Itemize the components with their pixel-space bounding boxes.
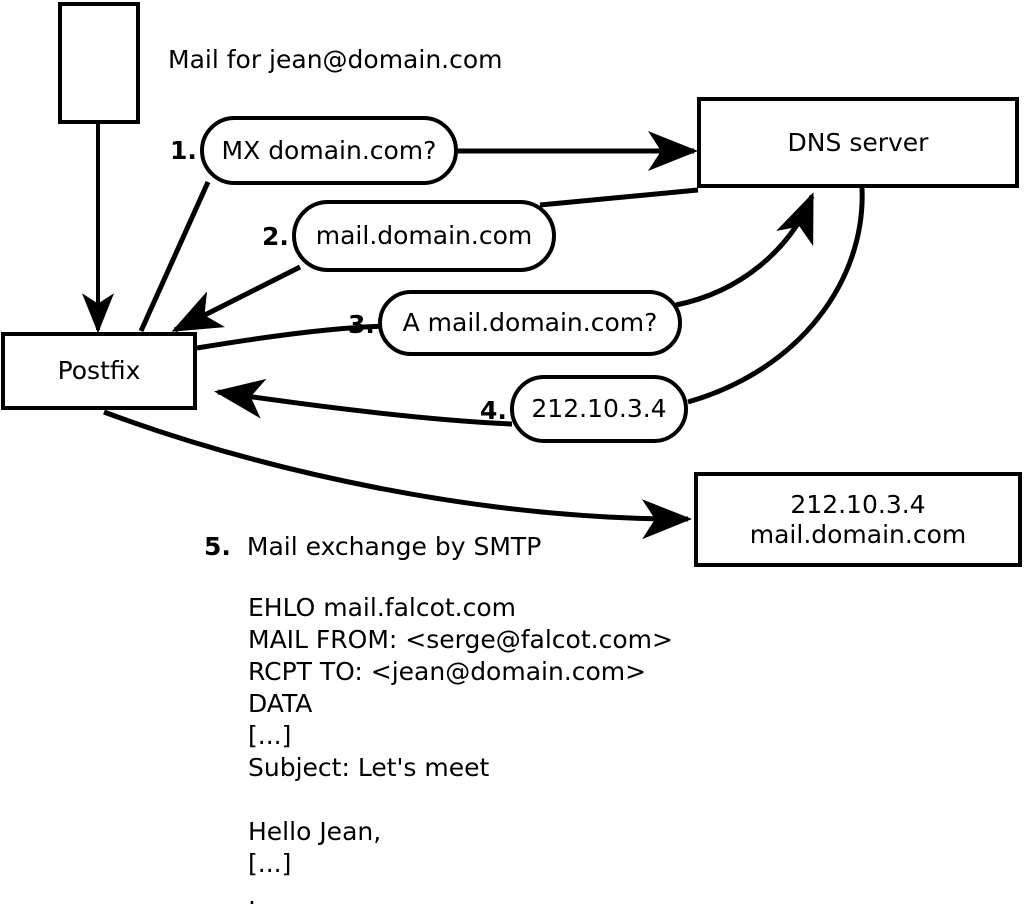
connector-a-query-to-dns: [675, 192, 815, 308]
node-dns-server[interactable]: DNS server: [697, 97, 1019, 188]
node-mail-host[interactable]: 212.10.3.4 mail.domain.com: [694, 472, 1022, 567]
connector-dns-to-a-answer: [687, 187, 865, 405]
step-5-number: 5.: [204, 532, 231, 561]
mail-for-caption: Mail for jean@domain.com: [168, 45, 503, 74]
bubble-mx-query[interactable]: MX domain.com?: [200, 116, 458, 185]
node-sender[interactable]: [58, 2, 140, 124]
bubble-mx-answer[interactable]: mail.domain.com: [292, 200, 556, 272]
step-2-number: 2.: [262, 222, 289, 251]
transcript-line: Hello Jean,: [248, 817, 382, 846]
transcript-line: DATA: [248, 689, 313, 718]
transcript-line: [...]: [248, 721, 292, 750]
transcript-line: Subject: Let's meet: [248, 753, 490, 782]
node-postfix-label: Postfix: [57, 356, 141, 386]
bubble-mx-answer-label: mail.domain.com: [315, 221, 533, 251]
bubble-mx-query-label: MX domain.com?: [221, 135, 437, 165]
transcript-line: [...]: [248, 849, 292, 878]
node-mail-host-ip: 212.10.3.4: [790, 490, 926, 519]
step-5-title: Mail exchange by SMTP: [246, 532, 542, 561]
bubble-a-query-label: A mail.domain.com?: [402, 308, 658, 338]
transcript-line: .: [248, 881, 256, 910]
bubble-a-query[interactable]: A mail.domain.com?: [378, 290, 682, 356]
step-1-number: 1.: [170, 136, 197, 165]
bubble-a-answer[interactable]: 212.10.3.4: [510, 375, 688, 443]
node-postfix[interactable]: Postfix: [1, 332, 197, 410]
connector-a-answer-to-postfix: [214, 378, 513, 427]
connector-postfix-to-mx-query: [138, 180, 211, 333]
step-5-heading: 5. Mail exchange by SMTP: [204, 532, 541, 561]
node-mail-host-name: mail.domain.com: [749, 519, 967, 549]
connector-dns-to-mx-answer: [539, 187, 699, 208]
connector-postfix-to-mailhost: [103, 409, 692, 540]
bubble-a-answer-label: 212.10.3.4: [531, 394, 667, 424]
node-dns-server-label: DNS server: [787, 127, 929, 157]
connector-postfix-to-a-query: [196, 323, 387, 351]
transcript-line: EHLO mail.falcot.com: [248, 593, 517, 622]
transcript-blank: [248, 784, 673, 816]
transcript-line: RCPT TO: <jean@domain.com>: [248, 657, 647, 686]
step-4-number: 4.: [480, 396, 507, 425]
connector-mx-answer-to-postfix: [171, 264, 302, 333]
step-3-number: 3.: [348, 310, 375, 339]
transcript-line: MAIL FROM: <serge@falcot.com>: [248, 625, 673, 654]
